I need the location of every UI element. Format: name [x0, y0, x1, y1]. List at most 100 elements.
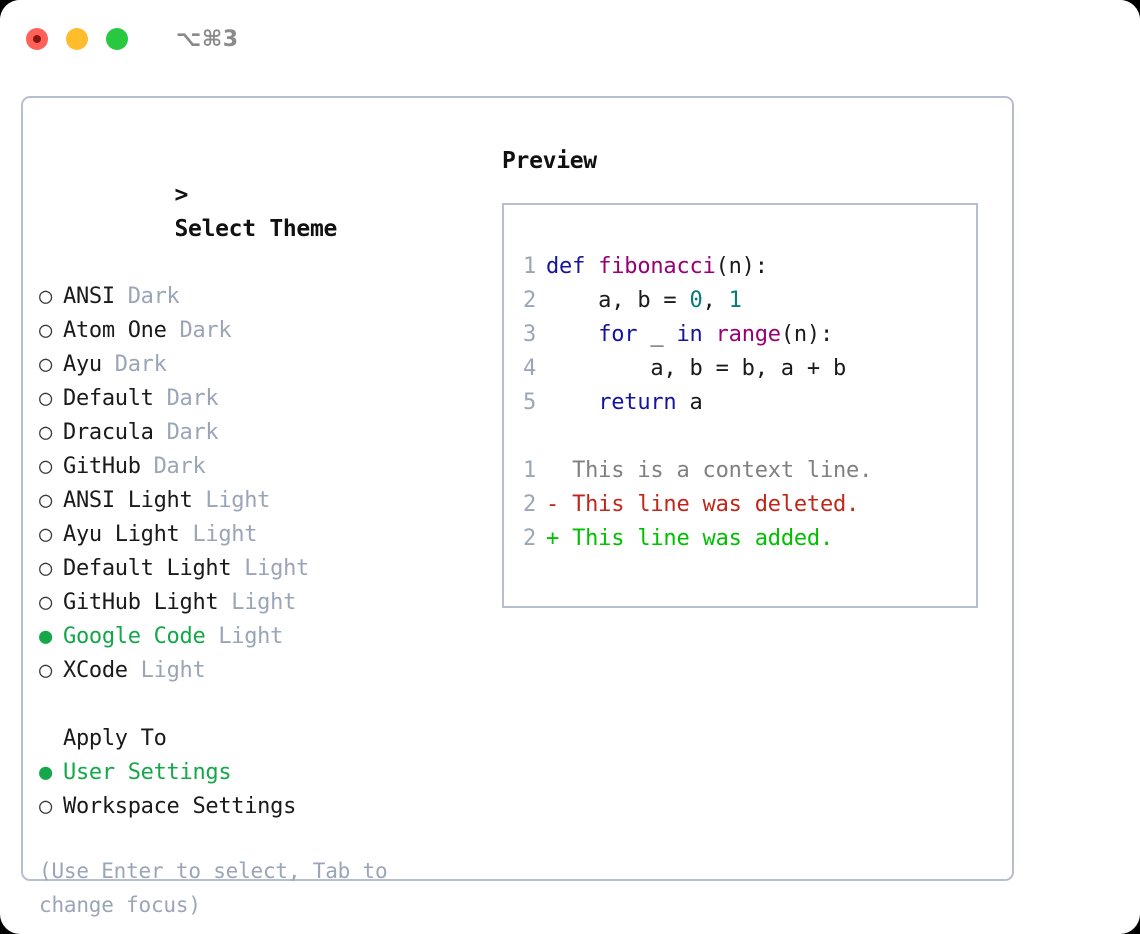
- radio-unselected-icon: ○: [39, 352, 52, 377]
- theme-option[interactable]: ○Atom One Dark: [39, 314, 499, 348]
- theme-option-name: ANSI Light: [63, 488, 193, 513]
- code-token-kw: return: [598, 390, 677, 415]
- diff-line-add: 2+ This line was added.: [504, 522, 976, 556]
- code-line: 4 a, b = b, a + b: [504, 352, 976, 386]
- line-number: 2: [522, 492, 536, 517]
- theme-option-kind: Light: [179, 522, 258, 547]
- theme-option[interactable]: ○ XCode Light: [39, 654, 499, 688]
- theme-option[interactable]: ○ANSI Light Light: [39, 484, 499, 518]
- theme-option[interactable]: ○Default Dark: [39, 382, 499, 416]
- radio-unselected-icon: ○: [39, 658, 52, 683]
- theme-option-kind: Dark: [140, 454, 206, 479]
- theme-option[interactable]: ○Ayu Dark: [39, 348, 499, 382]
- code-token-fn: range: [715, 322, 781, 347]
- code-token-txt: [546, 322, 598, 347]
- radio-selected-icon: ●: [39, 760, 52, 785]
- diff-marker: -: [546, 492, 573, 517]
- radio-selected-icon: ●: [39, 624, 52, 649]
- code-token-num: 0: [689, 288, 703, 313]
- keyboard-hint: (Use Enter to select, Tab to change focu…: [39, 859, 388, 917]
- code-token-kw: def: [546, 254, 599, 279]
- code-token-txt: a: [676, 390, 703, 415]
- radio-unselected-icon: ○: [39, 556, 52, 581]
- theme-option-name: Atom One: [63, 318, 167, 343]
- minimize-button-icon[interactable]: [66, 28, 88, 50]
- title-bar: ⌥⌘3: [0, 0, 1140, 78]
- code-token-txt: (n):: [780, 322, 834, 347]
- code-token-txt: [703, 322, 716, 347]
- code-token-txt: (n):: [715, 254, 768, 279]
- maximize-button-icon[interactable]: [106, 28, 128, 50]
- diff-line-ctx: 1 This is a context line.: [504, 454, 976, 488]
- close-dot-icon: [33, 35, 41, 43]
- theme-option[interactable]: ○Dracula Dark: [39, 416, 499, 450]
- preview-heading: Preview: [502, 148, 597, 174]
- apply-to-option-name: User Settings: [63, 760, 232, 785]
- code-token-kw: for: [598, 322, 638, 347]
- theme-option-name: GitHub Light: [63, 590, 219, 615]
- radio-unselected-icon: ○: [39, 522, 52, 547]
- theme-option-kind: Dark: [153, 420, 219, 445]
- radio-unselected-icon: ○: [39, 284, 52, 309]
- theme-option[interactable]: ○ Ayu Light Light: [39, 518, 499, 552]
- theme-option-name: GitHub: [63, 454, 141, 479]
- theme-option[interactable]: ○ANSI Dark: [39, 280, 499, 314]
- line-number: 1: [522, 254, 536, 279]
- radio-unselected-icon: ○: [39, 794, 52, 819]
- radio-unselected-icon: ○: [39, 454, 52, 479]
- main-panel: > Select Theme ○ANSI Dark○Atom One Dark○…: [21, 96, 1014, 917]
- code-token-kw: in: [676, 322, 703, 347]
- radio-unselected-icon: ○: [39, 386, 52, 411]
- theme-option-kind: Light: [127, 658, 206, 683]
- diff-marker: [546, 454, 572, 488]
- code-line-text: def fibonacci(n):: [546, 250, 768, 284]
- theme-option[interactable]: ○Default Light Light: [39, 552, 499, 586]
- theme-option-kind: Light: [231, 556, 309, 581]
- theme-option-name: XCode: [63, 658, 128, 683]
- code-token-txt: ,: [702, 288, 729, 313]
- apply-to-option[interactable]: ● User Settings: [39, 756, 499, 790]
- line-number: 5: [522, 390, 536, 415]
- theme-option[interactable]: ○ GitHub Dark: [39, 450, 499, 484]
- diff-text: This is a context line.: [572, 458, 873, 483]
- apply-to-option[interactable]: ○ Workspace Settings: [39, 790, 499, 824]
- line-number: 3: [522, 322, 536, 347]
- diff-marker: +: [546, 526, 573, 551]
- theme-picker-heading: > Select Theme: [39, 144, 499, 280]
- theme-option-name: Dracula: [63, 420, 154, 445]
- code-line: 3 for _ in range(n):: [504, 318, 976, 352]
- code-line: 1 def fibonacci(n):: [504, 250, 976, 284]
- code-token-num: 1: [728, 288, 742, 313]
- radio-unselected-icon: ○: [39, 318, 52, 343]
- code-line: 2 a, b = 0, 1: [504, 284, 976, 318]
- code-line: 5 return a: [504, 386, 976, 420]
- code-token-fn: fibonacci: [598, 254, 716, 279]
- theme-list: ○ANSI Dark○Atom One Dark○Ayu Dark○Defaul…: [39, 280, 499, 688]
- code-gap: [504, 420, 976, 454]
- code-token-txt: [546, 390, 598, 415]
- radio-unselected-icon: ○: [39, 590, 52, 615]
- close-button-icon[interactable]: [26, 28, 48, 50]
- diff-sample: 1 This is a context line.2- This line wa…: [504, 454, 976, 556]
- theme-option[interactable]: ●Google Code Light: [39, 620, 499, 654]
- code-line-text: a, b = b, a + b: [546, 352, 846, 386]
- theme-option-name: Ayu: [63, 352, 102, 377]
- line-number: 2: [522, 288, 536, 313]
- radio-unselected-icon: ○: [39, 488, 52, 513]
- theme-option-kind: Dark: [114, 284, 180, 309]
- code-line-text: return a: [546, 386, 703, 420]
- theme-option-name: Google Code: [63, 624, 206, 649]
- theme-option-name: Default: [63, 386, 154, 411]
- theme-picker-column: > Select Theme ○ANSI Dark○Atom One Dark○…: [39, 144, 499, 922]
- theme-option-name: Ayu Light: [63, 522, 180, 547]
- diff-line-del: 2- This line was deleted.: [504, 488, 976, 522]
- theme-option[interactable]: ○GitHub Light Light: [39, 586, 499, 620]
- code-token-txt: _: [637, 322, 677, 347]
- code-line-text: a, b = 0, 1: [546, 284, 742, 318]
- apply-to-option-name: Workspace Settings: [63, 794, 297, 819]
- caret-icon: >: [174, 182, 189, 208]
